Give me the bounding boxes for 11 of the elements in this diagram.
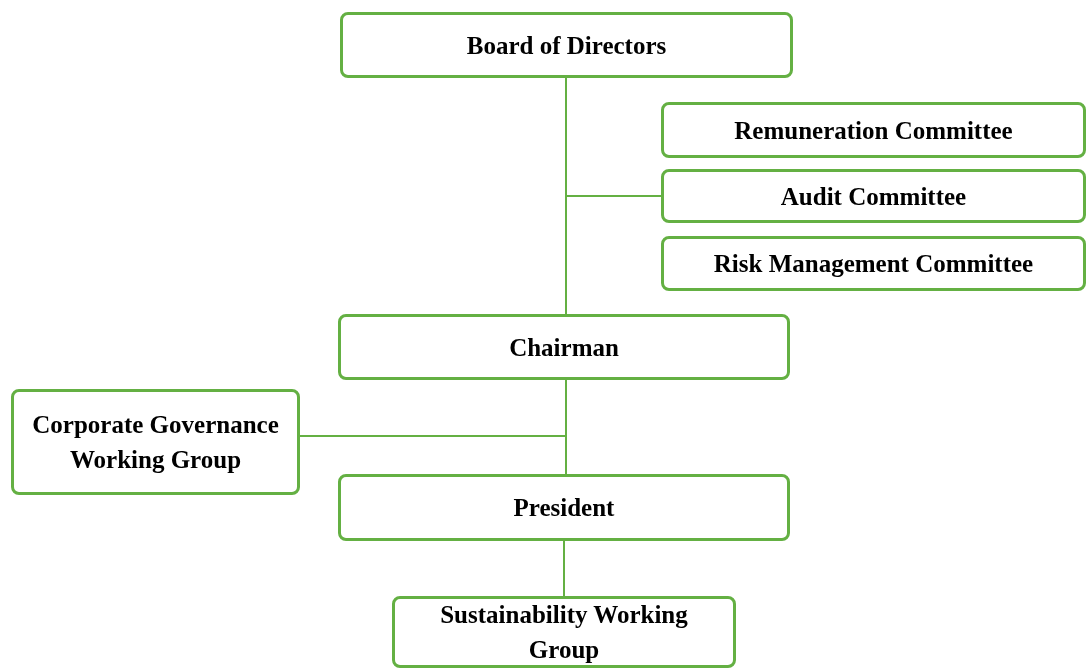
org-box: President (338, 474, 790, 541)
org-box: Sustainability Working Group (392, 596, 736, 668)
connector-line (565, 379, 567, 475)
org-box: Remuneration Committee (661, 102, 1086, 158)
org-box: Board of Directors (340, 12, 793, 78)
connector-line (563, 540, 565, 597)
org-box: Audit Committee (661, 169, 1086, 223)
org-box: Risk Management Committee (661, 236, 1086, 291)
org-box: Chairman (338, 314, 790, 380)
connector-line (565, 77, 662, 197)
org-box: Corporate Governance Working Group (11, 389, 300, 495)
